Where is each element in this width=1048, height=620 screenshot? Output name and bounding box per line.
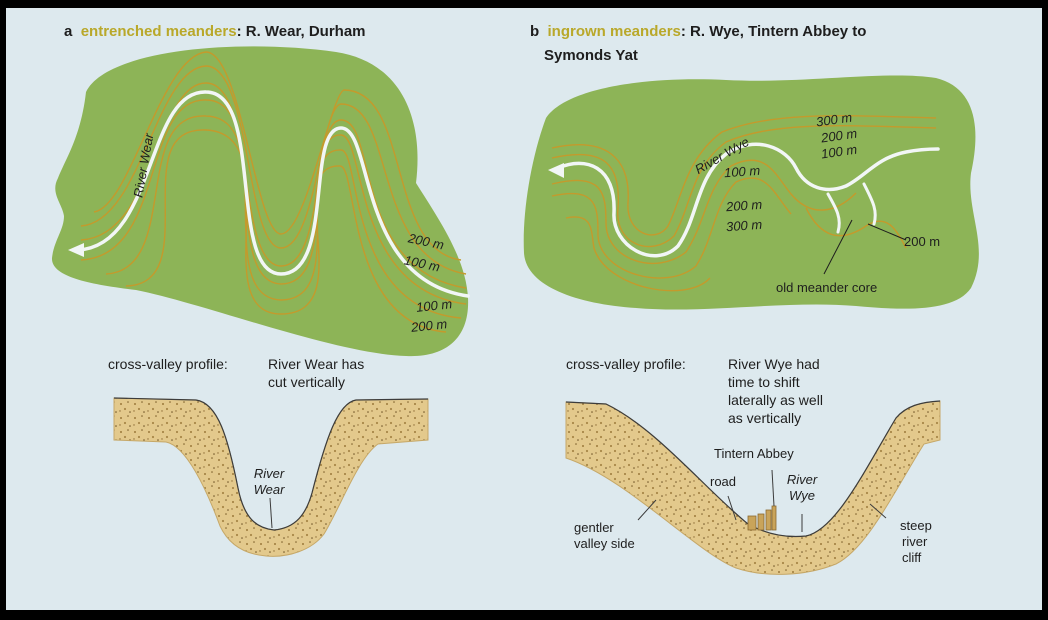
profile-a-caption-line1: River Wear has xyxy=(268,356,364,373)
contour-label-b6: 300 m xyxy=(726,217,763,234)
title-a: a entrenched meanders: R. Wear, Durham xyxy=(64,22,366,42)
title-a-letter: a xyxy=(64,23,72,40)
steep-label-1: steep xyxy=(900,518,932,533)
abbey-ruins xyxy=(748,506,776,530)
title-b-letter: b xyxy=(530,23,539,40)
profile-a-caption-lead: cross-valley profile: xyxy=(108,356,228,373)
contour-label-b7: 200 m xyxy=(904,234,940,249)
land-area-a xyxy=(52,46,468,356)
title-b: b ingrown meanders: R. Wye, Tintern Abbe… xyxy=(530,22,866,42)
map-b xyxy=(524,75,979,309)
title-b-line2: Symonds Yat xyxy=(544,46,638,66)
land-area-b xyxy=(524,75,979,309)
map-a xyxy=(52,46,468,356)
profile-b-caption-lead: cross-valley profile: xyxy=(566,356,686,373)
profile-b-river-label-2: Wye xyxy=(780,488,824,503)
profile-a-caption-line2: cut vertically xyxy=(268,374,345,391)
title-a-rest: : R. Wear, Durham xyxy=(237,23,366,40)
title-b-highlight: ingrown meanders xyxy=(548,23,681,40)
steep-label-2: river xyxy=(902,534,927,549)
profile-a-river-label-2: Wear xyxy=(246,482,292,497)
road-label: road xyxy=(710,474,736,489)
title-b-rest: : R. Wye, Tintern Abbey to xyxy=(681,23,867,40)
steep-label-3: cliff xyxy=(902,550,921,565)
title-a-highlight: entrenched meanders xyxy=(81,23,237,40)
gentler-label-1: gentler xyxy=(574,520,614,535)
old-meander-core-label: old meander core xyxy=(776,280,877,295)
profile-b-caption-line4: as vertically xyxy=(728,410,801,427)
profile-b-caption-line3: laterally as well xyxy=(728,392,823,409)
river-leader-a xyxy=(270,498,272,528)
tintern-abbey-label: Tintern Abbey xyxy=(714,446,794,461)
profile-a-river-label-1: River xyxy=(246,466,292,481)
profile-b-caption-line1: River Wye had xyxy=(728,356,820,373)
profile-b-caption-line2: time to shift xyxy=(728,374,800,391)
gentler-label-2: valley side xyxy=(574,536,635,551)
abbey-leader xyxy=(772,470,774,506)
contour-label-b5: 200 m xyxy=(726,197,763,214)
profile-b-river-label-1: River xyxy=(780,472,824,487)
diagram-artwork xyxy=(6,8,1042,610)
contour-label-b4: 100 m xyxy=(724,163,761,180)
diagram-panel: a entrenched meanders: R. Wear, Durham b… xyxy=(6,8,1042,610)
